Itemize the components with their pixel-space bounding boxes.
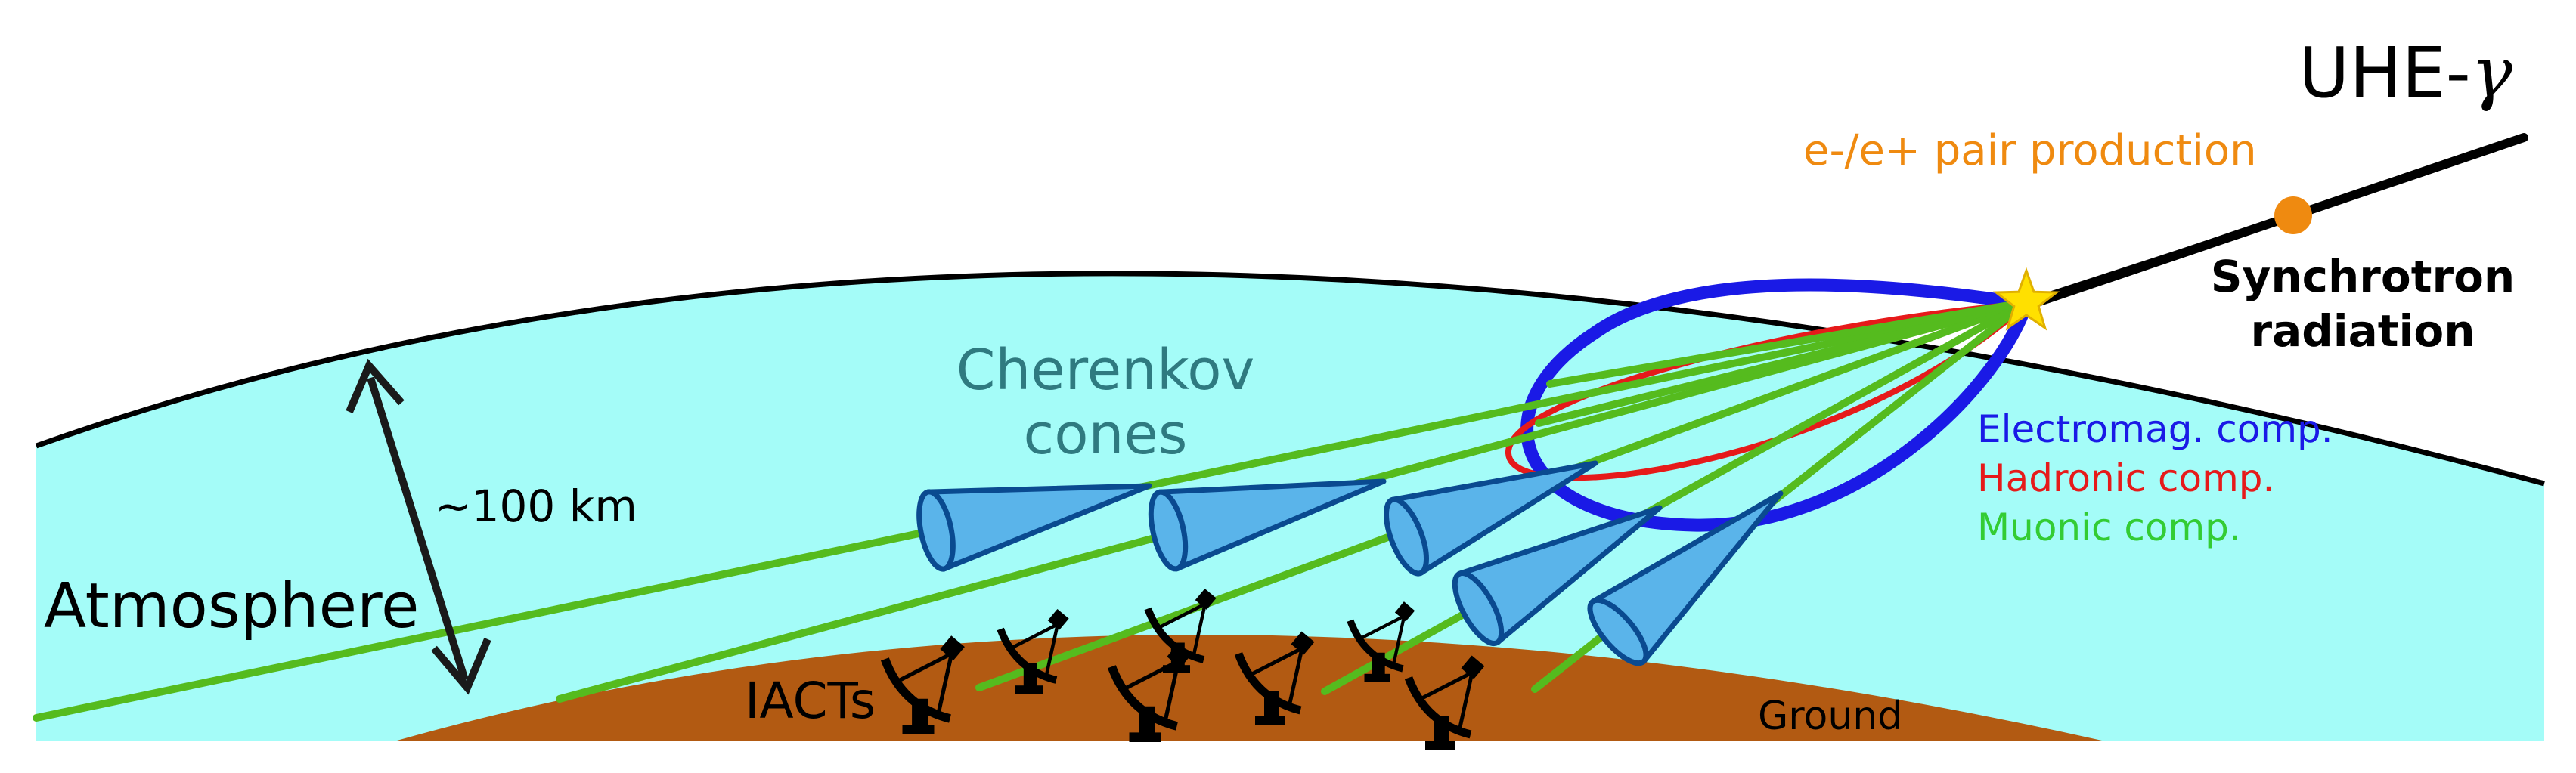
synchrotron-label-line2: radiation (2250, 305, 2475, 357)
cone-base (1587, 597, 1649, 666)
double-arrow-icon (346, 358, 491, 695)
interaction-star-icon (1992, 267, 2060, 331)
electromagnetic-component-lobe (1520, 278, 2035, 532)
muon-track (1321, 298, 2030, 695)
cherenkov-cones (916, 460, 1784, 666)
cone-base (1452, 570, 1505, 647)
cone-base (916, 489, 956, 572)
component-legend: Electromag. comp. Hadronic comp. Muonic co… (1977, 407, 2333, 549)
cherenkov-cone (1587, 490, 1784, 666)
atmosphere-edge (35, 271, 2545, 487)
iacts-label: IACTs (745, 672, 876, 730)
cherenkov-label-line2: cones (1024, 402, 1188, 467)
cone-base (1384, 496, 1429, 577)
iact-telescopes (880, 588, 1485, 750)
cherenkov-cone (1452, 505, 1663, 647)
pair-production-label: e-/e+ pair production (1803, 126, 2257, 175)
muon-track (1546, 298, 2030, 388)
telescope-icon (1404, 655, 1485, 750)
cherenkov-cone (916, 483, 1152, 572)
ground-region (397, 635, 2102, 741)
cherenkov-cone (1148, 478, 1387, 572)
legend-item: Muonic comp. (1977, 506, 2241, 549)
cherenkov-cone (1384, 460, 1598, 577)
synchrotron-track (2025, 211, 2300, 305)
cone-base (1148, 489, 1189, 572)
telescope-icon (1347, 601, 1415, 682)
atmosphere-label: Atmosphere (44, 570, 419, 642)
telescope-icon (1144, 588, 1217, 673)
telescope-icon (1234, 631, 1315, 725)
legend-item: Hadronic comp. (1977, 456, 2274, 500)
muon-track (1535, 298, 2030, 427)
telescope-icon (997, 608, 1069, 694)
telescope-icon (880, 635, 965, 734)
primary-label: UHE-γ (2299, 32, 2513, 113)
synchrotron-label-line1: Synchrotron (2211, 251, 2515, 302)
height-label: ~100 km (435, 481, 637, 532)
cherenkov-label-line1: Cherenkov (956, 338, 1255, 403)
pair-production-dot-icon (2274, 196, 2312, 234)
ground-label: Ground (1758, 694, 1902, 739)
legend-item: Electromag. comp. (1977, 407, 2333, 451)
hadronic-component-lobe (1505, 300, 2035, 481)
